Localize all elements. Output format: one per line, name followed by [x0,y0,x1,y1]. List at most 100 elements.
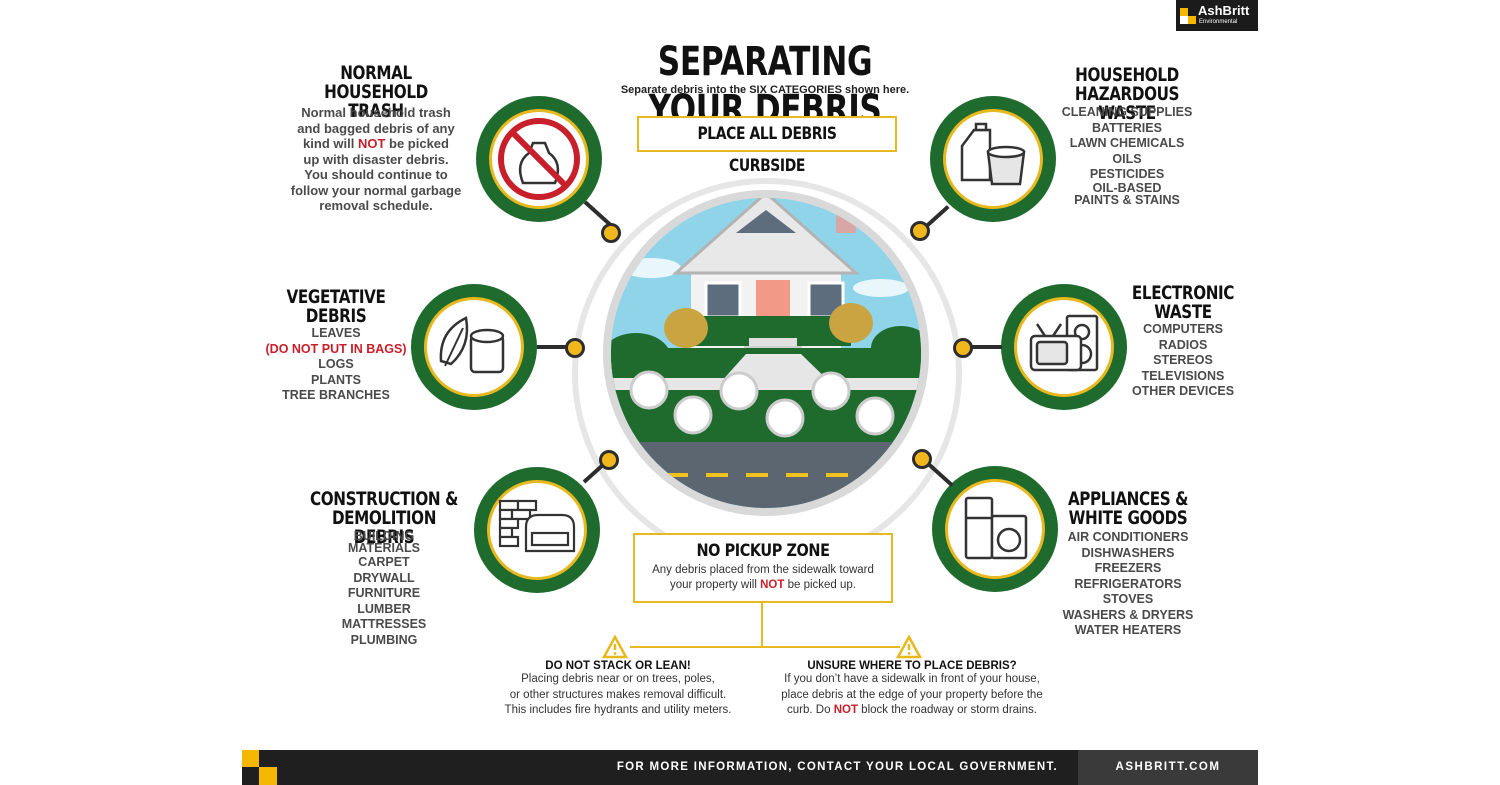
house-scene [603,190,929,516]
text: be picked up. [784,579,856,591]
normal-trash-circle [476,96,602,222]
hazardous-title-line1: HOUSEHOLD [1075,64,1179,86]
list-item: FREEZERS [1094,561,1162,575]
connector-dot [565,338,585,358]
text: kind will [303,136,358,151]
connector-dot [599,450,619,470]
list-item: RADIOS [1158,337,1208,352]
footer-logo-square [242,750,259,767]
tv-speaker-icon [1029,314,1099,372]
normal-trash-line: Normal household trash [301,105,451,120]
construction-circle [474,467,600,593]
hazardous-title: HOUSEHOLD HAZARDOUS WASTE [1047,66,1207,123]
electronic-title-line2: WASTE [1154,301,1212,323]
construction-title-line1: CONSTRUCTION & [310,488,458,510]
connector-dot [912,449,932,469]
list-item: MATTRESSES [341,617,427,631]
construction-title-line2: DEMOLITION DEBRIS [331,507,437,548]
appliances-circle [932,466,1058,592]
tip-stack-line: or other structures makes removal diffic… [509,688,727,701]
appliances-title-line1: APPLIANCES & [1067,488,1189,510]
normal-trash-line: kind will NOT be picked [276,136,476,152]
list-item: LOGS [318,357,354,371]
list-item: TREE BRANCHES [282,388,390,402]
tip-stack-title: DO NOT STACK OR LEAN! [545,660,691,672]
list-item: BUILDING [353,529,415,543]
list-item: PAINTS & STAINS [1074,192,1180,207]
tip-stack-line: This includes fire hydrants and utility … [504,704,732,716]
list-item: WASHERS & DRYERS [1062,607,1194,622]
electronic-circle [1001,284,1127,410]
normal-trash-line: and bagged debris of any [297,120,455,136]
warning-icon [896,635,922,659]
list-item: OIL-BASED [1092,180,1162,195]
normal-trash-description: Normal household trash and bagged debris… [276,105,476,214]
no-pickup-zone-box: NO PICKUP ZONE Any debris placed from th… [633,533,893,603]
list-item: AIR CONDITIONERS [1067,530,1189,544]
footer-bar: FOR MORE INFORMATION, CONTACT YOUR LOCAL… [242,750,1258,785]
list-item: STOVES [1102,592,1154,606]
vegetative-circle [411,284,537,410]
chemical-can-icon [960,122,1026,186]
hazardous-list: CLEANING SUPPLIES BATTERIES LAWN CHEMICA… [1027,105,1227,206]
electronic-title: ELECTRONIC WASTE [1111,284,1255,322]
tip-unsure-line: curb. Do NOT block the roadway or storm … [766,703,1058,719]
fridge-washer-icon [964,496,1028,560]
vegetative-title-line1: VEGETATIVE [286,286,386,308]
connector-dot [953,338,973,358]
emphasis-not: NOT [760,579,785,591]
list-item: MATERIALS [348,541,420,555]
tip-unsure: UNSURE WHERE TO PLACE DEBRIS? If you don… [766,660,1058,719]
leaf-log-icon [439,316,505,374]
text: be picked [385,136,449,151]
ashbritt-logo: AshBritt Environmental [1176,0,1258,31]
logo-subtitle: Environmental [1199,19,1238,25]
list-item: TELEVISIONS [1141,368,1225,383]
electronic-title-line1: ELECTRONIC [1131,282,1235,304]
tip-stack: DO NOT STACK OR LEAN! Placing debris nea… [490,660,746,719]
footer-website-link[interactable]: ASHBRITT.COM [1078,750,1258,785]
text: block the roadway or storm drains. [857,704,1037,716]
connector-dot [601,223,621,243]
page-title: SEPARATING YOUR DEBRIS [648,39,882,133]
list-item: OTHER DEVICES [1131,384,1235,398]
logo-name: AshBritt [1198,3,1250,18]
list-item: PLANTS [311,372,361,387]
footer-logo-square [259,767,277,785]
list-item: PLUMBING [350,632,418,647]
list-item: DRYWALL [353,570,415,585]
hazardous-circle [930,96,1056,222]
electronic-list: COMPUTERS RADIOS STEREOS TELEVISIONS OTH… [1093,322,1273,400]
normal-trash-line: removal schedule. [319,198,433,213]
list-item: COMPUTERS [1143,322,1223,336]
connector-vertical [761,601,763,647]
list-item: FURNITURE [347,586,421,600]
normal-trash-title-line2: HOUSEHOLD TRASH [324,81,428,122]
no-pickup-line: your property will NOT be picked up. [635,578,891,593]
connector-line [968,345,1002,349]
normal-trash-title-line1: NORMAL [340,62,412,84]
normal-trash-line: up with disaster debris. [303,151,449,167]
list-item: OILS [1112,151,1142,166]
construction-list: BUILDING MATERIALS CARPET DRYWALL FURNIT… [284,529,484,648]
list-item: LAWN CHEMICALS [1069,136,1185,150]
bricks-chair-icon [498,499,576,553]
house-illustration [611,198,921,508]
no-pickup-title: NO PICKUP ZONE [696,541,830,561]
no-pickup-text: Any debris placed from the sidewalk towa… [635,563,891,593]
text: curb. Do [787,704,834,716]
hazardous-title-line2: HAZARDOUS WASTE [1074,83,1180,124]
no-trash-bag-icon [498,118,580,200]
list-item: LUMBER [357,601,411,616]
tip-unsure-line: place debris at the edge of your propert… [781,688,1043,701]
connector-line [537,345,567,349]
appliances-title-line2: WHITE GOODS [1068,507,1188,529]
list-item: PESTICIDES [1089,167,1165,181]
footer-info-text: FOR MORE INFORMATION, CONTACT YOUR LOCAL… [616,761,1058,773]
vegetative-title: VEGETATIVE DEBRIS [264,288,408,326]
list-item: STEREOS [1153,353,1213,367]
list-item: CARPET [358,555,410,569]
tip-unsure-line: If you don’t have a sidewalk in front of… [784,673,1040,685]
curbside-text: PLACE ALL DEBRIS CURBSIDE [697,124,837,176]
vegetative-title-line2: DEBRIS [305,305,367,327]
